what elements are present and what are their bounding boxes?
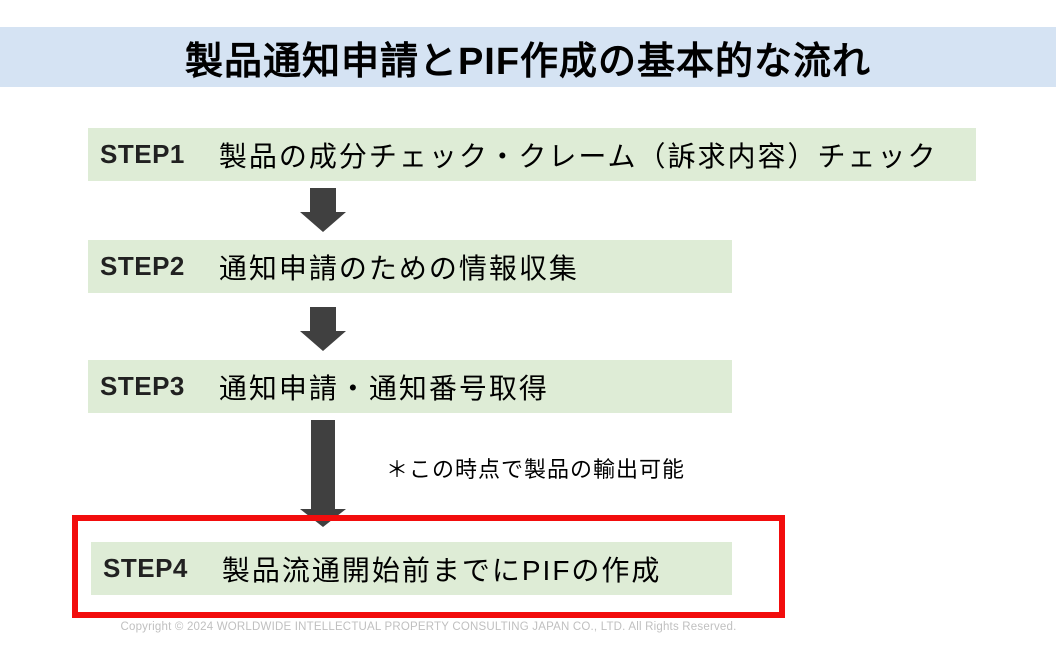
- copyright-text: Copyright © 2024 WORLDWIDE INTELLECTUAL …: [120, 621, 737, 633]
- step4-label: STEP4: [103, 553, 188, 583]
- title-bar: 製品通知申請とPIF作成の基本的な流れ: [0, 27, 1056, 87]
- step2-label: STEP2: [100, 251, 185, 281]
- step2-description: 通知申請のための情報収集: [218, 252, 579, 284]
- step3-bar: STEP3 通知申請・通知番号取得: [88, 360, 732, 413]
- step1-label: STEP1: [100, 139, 185, 169]
- down-arrow-icon-2: [300, 307, 346, 351]
- step1-bar: STEP1 製品の成分チェック・クレーム（訴求内容）チェック: [88, 128, 976, 181]
- step4-highlight-box: [72, 515, 785, 618]
- step3-label: STEP3: [100, 371, 185, 401]
- step2-bar: STEP2 通知申請のための情報収集: [88, 240, 732, 293]
- step4-bar: STEP4 製品流通開始前までにPIFの作成: [91, 542, 732, 595]
- step3-description: 通知申請・通知番号取得: [218, 372, 549, 404]
- step4-description: 製品流通開始前までにPIFの作成: [221, 554, 662, 586]
- export-possible-note: ＊この時点で製品の輸出可能: [386, 457, 686, 482]
- step1-description: 製品の成分チェック・クレーム（訴求内容）チェック: [218, 140, 938, 172]
- page-title: 製品通知申請とPIF作成の基本的な流れ: [184, 40, 872, 83]
- down-arrow-icon-1: [300, 188, 346, 232]
- down-arrow-icon-3: [300, 420, 346, 527]
